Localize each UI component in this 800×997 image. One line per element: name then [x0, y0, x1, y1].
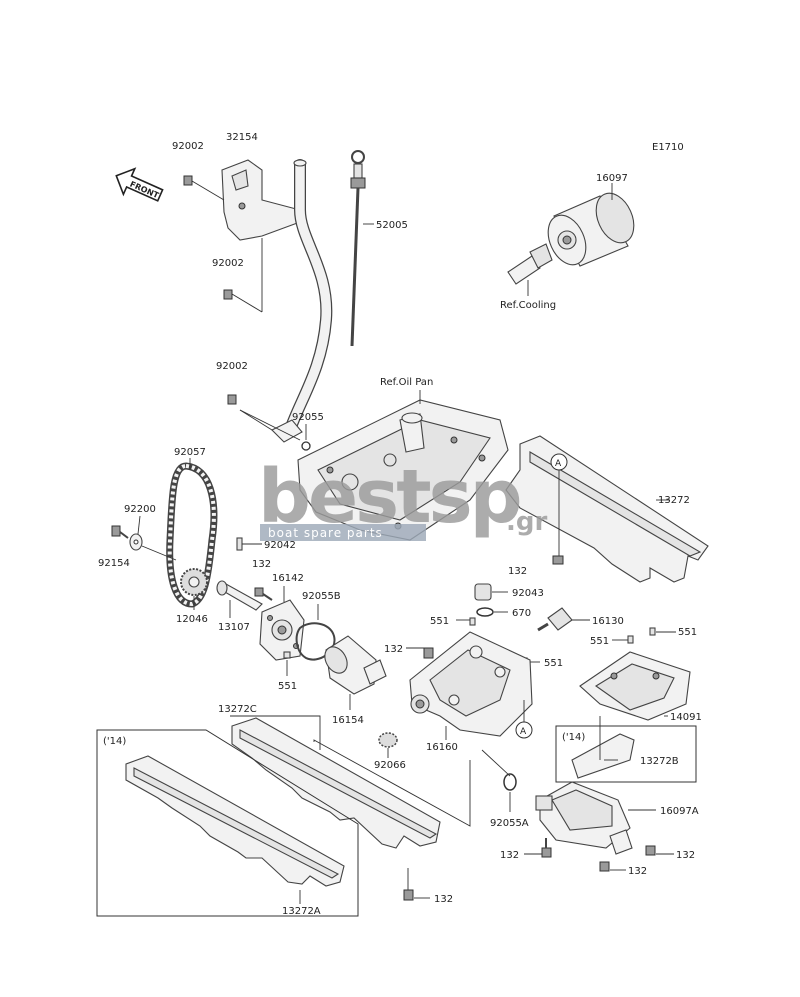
watermark-tagline-bar: [260, 524, 426, 541]
part-label: 13272C: [218, 704, 257, 715]
cooling-fitting: [507, 243, 553, 285]
bolt-132-a: [552, 555, 564, 565]
part-label: 92043: [512, 588, 544, 599]
watermark: bestsp .gr boat spare parts: [258, 454, 547, 541]
diagram-code: E1710: [652, 142, 684, 153]
part-label: 12046: [176, 614, 208, 625]
bolt-132-d: [541, 838, 552, 858]
washer-92200: [129, 533, 143, 551]
part-label: 92057: [174, 447, 206, 458]
shaft-13107: [216, 580, 263, 611]
part-label: 132: [252, 559, 271, 570]
strainer-16154: [324, 635, 387, 695]
svg-text:A: A: [520, 727, 527, 737]
bolt-92154: [111, 525, 129, 539]
part-label: 132: [384, 644, 403, 655]
reference-circle-a2: A: [515, 721, 533, 739]
bolt-92002-c: [227, 394, 237, 405]
oil-pan: [297, 399, 509, 541]
bolt-132-c: [423, 647, 434, 659]
bolt-132-f: [645, 845, 656, 856]
chain-92057: [166, 462, 218, 608]
o-ring-670: [476, 607, 494, 617]
part-label: 13272: [658, 495, 690, 506]
part-label: 32154: [226, 132, 258, 143]
bolt-92002-a: [183, 175, 225, 201]
part-label: 92200: [124, 504, 156, 515]
part-label: 16160: [426, 742, 458, 753]
part-label: 16154: [332, 715, 364, 726]
part-label: 92055B: [302, 591, 341, 602]
oil-pump-16142: [259, 599, 305, 661]
pin-551-d: [627, 635, 634, 644]
plug-92066: [378, 732, 398, 748]
part-label: 16097: [596, 173, 628, 184]
bolt-132-b: [254, 587, 273, 601]
bolt-92002-b: [223, 289, 263, 313]
cover-13272C: [231, 717, 441, 849]
o-ring-92055: [301, 441, 311, 451]
o-ring-92055A: [503, 773, 517, 791]
part-label: 670: [512, 608, 531, 619]
part-label: 132: [508, 566, 527, 577]
watermark-tagline: boat spare parts: [268, 526, 383, 540]
part-label: 551: [278, 681, 297, 692]
ref-cooling: Ref.Cooling: [500, 300, 556, 311]
part-label: 92002: [216, 361, 248, 372]
part-label: 132: [628, 866, 647, 877]
bracket-32154: [221, 159, 301, 241]
front-arrow-icon: FRONT: [115, 167, 164, 202]
part-label: 92055: [292, 412, 324, 423]
part-label: 14091: [670, 712, 702, 723]
part-label: 551: [544, 658, 563, 669]
bolt-132-e: [599, 861, 610, 872]
part-labels: 92002 32154 92002 92002 52005 16097 9205…: [98, 132, 702, 917]
part-label: 92042: [264, 540, 296, 551]
cover-14091: [579, 651, 691, 721]
part-label: 132: [676, 850, 695, 861]
pin-551-a: [283, 651, 291, 659]
part-label: 132: [500, 850, 519, 861]
part-label: 132: [434, 894, 453, 905]
part-label: 92066: [374, 760, 406, 771]
pin-551-e: [649, 627, 656, 636]
reference-circle-a1: A: [550, 453, 568, 471]
part-label: 92055A: [490, 818, 529, 829]
watermark-suffix: .gr: [506, 507, 547, 537]
sensor-16130: [537, 607, 573, 632]
sprocket-12046: [180, 568, 208, 596]
ref-oil-pan: Ref.Oil Pan: [380, 377, 433, 388]
part-label: 13272A: [282, 906, 321, 917]
part-label: 92154: [98, 558, 130, 569]
filter-housing-16097A: [535, 781, 633, 855]
part-label: 551: [678, 627, 697, 638]
cover-13272: [505, 435, 709, 583]
part-label: 16097A: [660, 806, 699, 817]
dipstick-52005: [350, 150, 366, 347]
year-label-right: ('14): [562, 732, 585, 743]
part-label: 551: [430, 616, 449, 627]
year-label-left: ('14): [103, 736, 126, 747]
year-box-right: ('14): [555, 725, 697, 783]
pin-92042: [236, 537, 243, 551]
part-label: 16142: [272, 573, 304, 584]
part-label: 13107: [218, 622, 250, 633]
part-label: 16130: [592, 616, 624, 627]
pin-551-b: [469, 617, 476, 626]
part-label: 13272B: [640, 756, 679, 767]
oil-pipe: [271, 159, 333, 443]
part-label: 52005: [376, 220, 408, 231]
svg-text:A: A: [555, 459, 562, 469]
bolt-132-g: [403, 868, 414, 901]
part-label: 92002: [212, 258, 244, 269]
pump-body-16160: [409, 631, 533, 737]
relief-valve-92043: [474, 583, 492, 601]
part-label: 92002: [172, 141, 204, 152]
year-box-left: ('14): [96, 729, 359, 917]
part-label: 551: [590, 636, 609, 647]
oil-filter-16097: [547, 192, 635, 267]
